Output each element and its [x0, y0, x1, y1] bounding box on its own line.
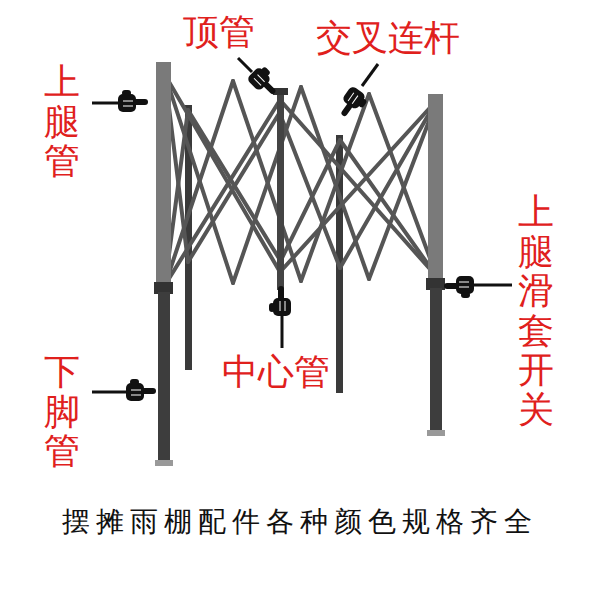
center-pole: [273, 88, 288, 290]
part-label: 下脚管: [44, 352, 80, 471]
part-label: 上腿滑套开关: [518, 192, 554, 430]
part-label: 中心管: [222, 352, 330, 392]
pointing-hands: [118, 63, 474, 401]
scissor-lattice: [165, 75, 437, 285]
caption: 摆摊雨棚配件各种颜色规格齐全: [0, 505, 600, 539]
part-label: 交叉连杆: [316, 18, 460, 58]
part-label: 上腿管: [44, 62, 80, 181]
leader-lines: [92, 58, 512, 392]
part-label: 顶管: [183, 12, 255, 52]
front-legs: [154, 62, 445, 466]
